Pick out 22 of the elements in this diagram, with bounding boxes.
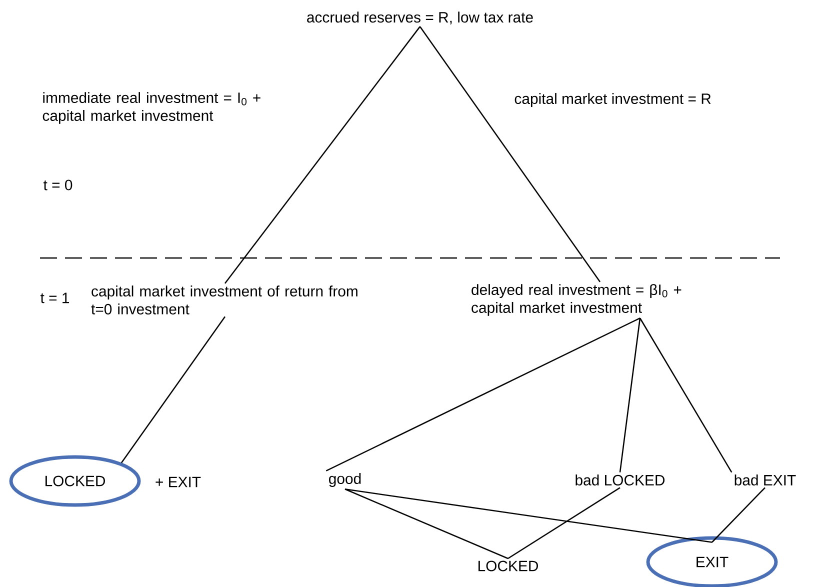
node-text: bad EXIT	[734, 474, 796, 486]
connector-line	[712, 487, 766, 543]
node-text: capital market investment of return from t=0 investment	[91, 286, 358, 314]
node-text: LOCKED	[478, 560, 538, 572]
connector-line	[508, 487, 620, 560]
connector-line	[344, 488, 712, 543]
node-text: delayed real investment = βI$_{0}$ + capital market investment	[472, 284, 682, 316]
edge-label: immediate real investment = I$_{0}$ + capital market investment	[42, 92, 260, 124]
connector-line	[639, 318, 732, 473]
connector-line	[224, 26, 421, 284]
time-label: + EXIT	[156, 476, 201, 488]
edge-label: capital market investment = R	[514, 93, 711, 107]
connector-line	[619, 318, 641, 472]
node-text: good	[329, 473, 361, 487]
connector-line	[419, 26, 601, 282]
node-text: accrued reserves = R, low tax rate	[307, 12, 533, 24]
connector-line	[326, 318, 640, 472]
time-label: t = 1	[40, 292, 70, 304]
connector-line	[120, 316, 226, 464]
connector-line	[344, 488, 508, 560]
time-label: t = 0	[43, 180, 72, 190]
node-text: bad LOCKED	[576, 474, 665, 486]
